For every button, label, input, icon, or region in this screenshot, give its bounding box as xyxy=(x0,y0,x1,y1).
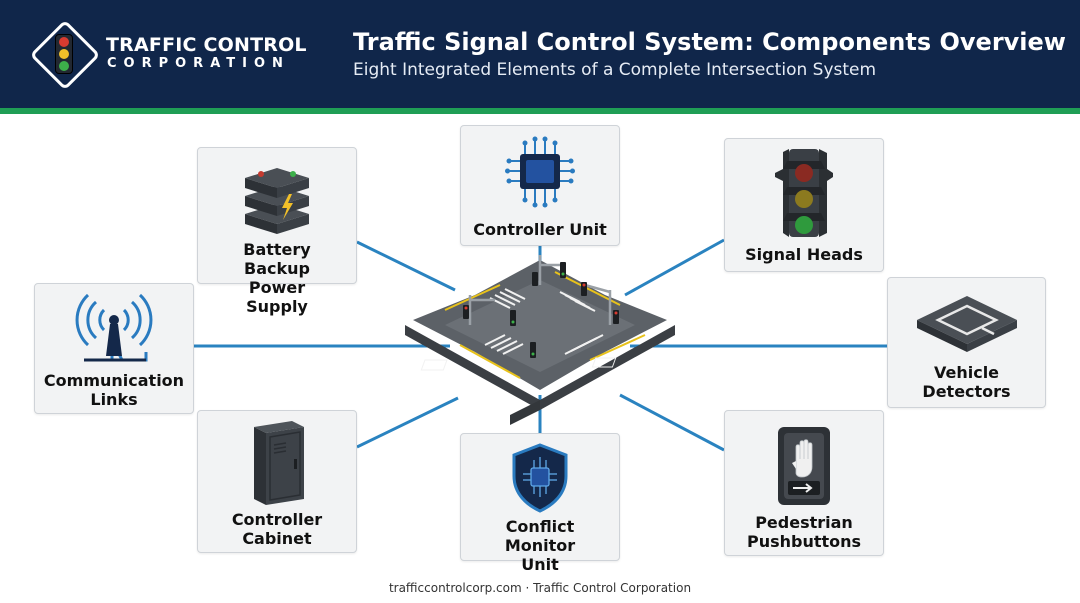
card-controller-cabinet: Controller Cabinet xyxy=(197,410,357,553)
link-signal-heads xyxy=(624,238,725,297)
card-conflict-monitor: Conflict Monitor Unit xyxy=(460,433,620,574)
card-pedestrian-pushbuttons: Pedestrian Pushbuttons xyxy=(724,410,884,556)
link-controller-cabinet xyxy=(356,396,459,449)
controller-cabinet-label: Controller Cabinet xyxy=(231,510,323,548)
pedestrian-pushbuttons-label: Pedestrian Pushbuttons xyxy=(747,513,862,551)
conflict-monitor-label: Conflict Monitor Unit xyxy=(504,517,576,574)
shield-chip-icon xyxy=(461,442,619,514)
vehicle-detectors-label: Vehicle Detectors xyxy=(922,363,1011,401)
traffic-light-logo-icon xyxy=(55,34,73,74)
link-battery-backup xyxy=(356,240,456,292)
brand-name-sub: CORPORATION xyxy=(107,56,290,71)
intersection-illustration xyxy=(405,255,675,425)
header-accent-stripe xyxy=(0,108,1080,114)
controller-unit-label: Controller Unit xyxy=(473,220,607,239)
cabinet-icon xyxy=(198,419,356,507)
communication-links-label: Communication Links xyxy=(43,371,185,409)
link-pedestrian xyxy=(619,393,725,452)
header-banner xyxy=(0,0,1080,108)
inductive-loop-icon xyxy=(888,288,1045,358)
pushbutton-hand-icon xyxy=(725,425,883,507)
card-communication-links: Communication Links xyxy=(34,283,194,414)
card-battery-backup: Battery Backup Power Supply xyxy=(197,147,357,316)
brand-name: TRAFFIC CONTROL xyxy=(106,34,307,56)
page-subtitle: Eight Integrated Elements of a Complete … xyxy=(353,60,877,80)
signal-heads-label: Signal Heads xyxy=(745,245,863,264)
card-controller-unit: Controller Unit xyxy=(460,125,620,246)
antenna-icon xyxy=(35,290,193,370)
battery-backup-label: Battery Backup Power Supply xyxy=(243,240,311,316)
traffic-signal-icon xyxy=(725,147,883,239)
card-signal-heads: Signal Heads xyxy=(724,138,884,272)
card-vehicle-detectors: Vehicle Detectors xyxy=(887,277,1046,408)
battery-stack-icon xyxy=(198,156,356,236)
page-title: Traffic Signal Control System: Component… xyxy=(353,28,1066,56)
microchip-icon xyxy=(461,134,619,209)
footer-text: trafficcontrolcorp.com · Traffic Control… xyxy=(388,581,692,595)
